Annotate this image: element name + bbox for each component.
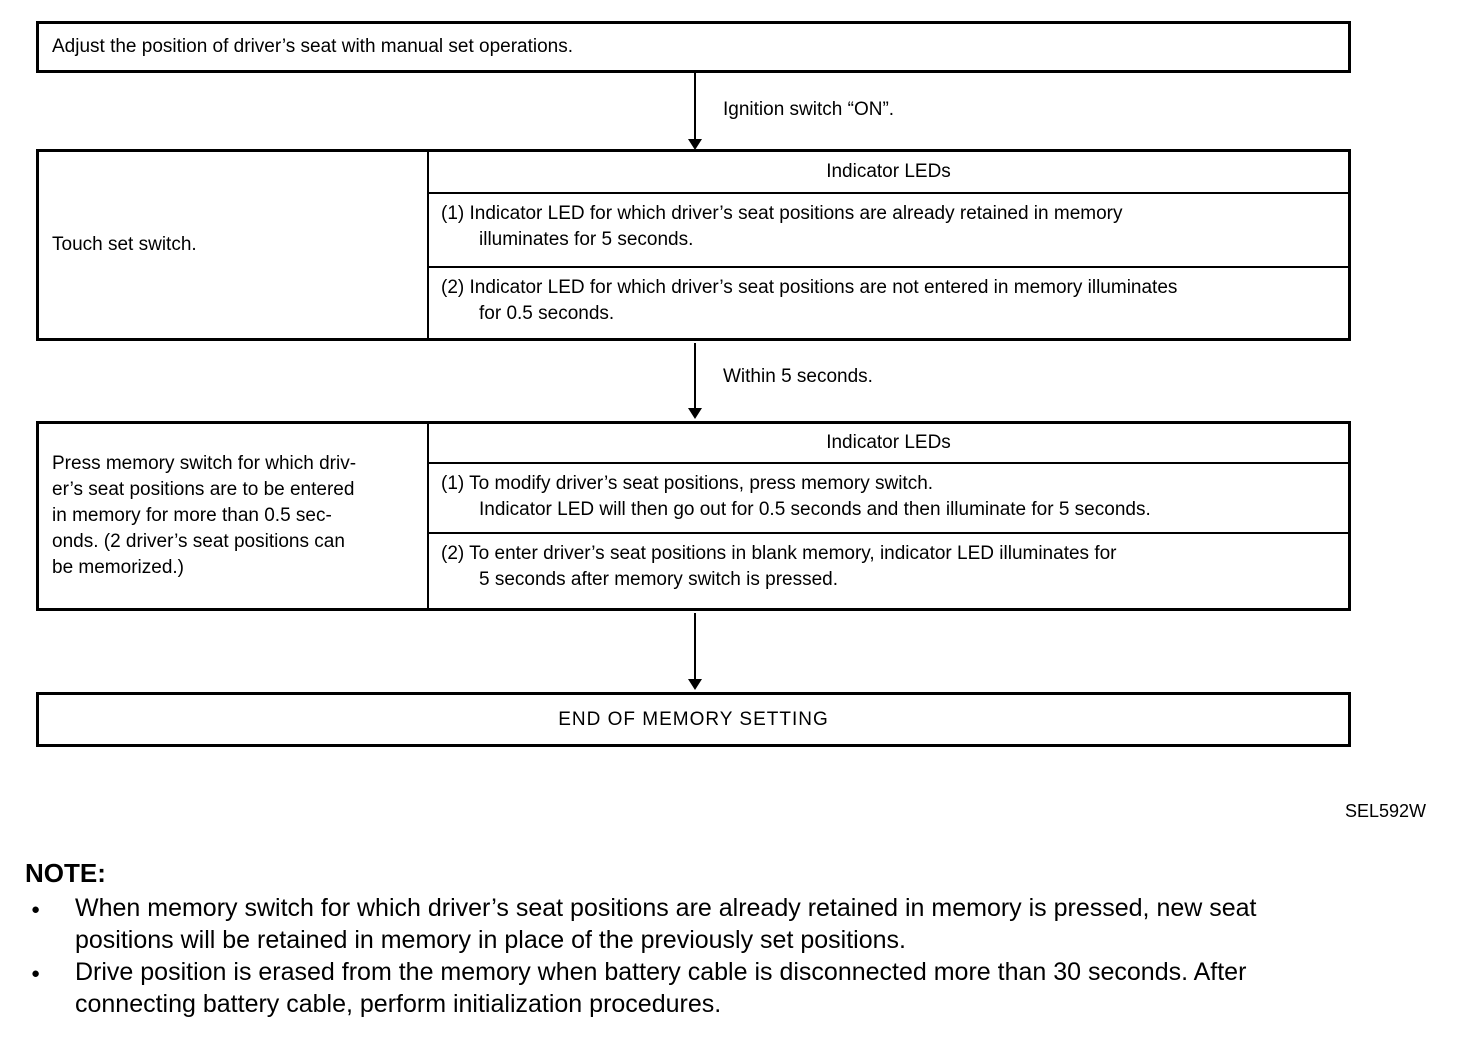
flow-arrow-1-label: Ignition switch “ON”. <box>723 99 895 120</box>
note-item-1-text: When memory switch for which driver’s se… <box>75 894 1257 954</box>
led-item-step3-1: (1) To modify driver’s seat positions, p… <box>429 464 1348 534</box>
flow-arrow-1 <box>694 73 696 141</box>
flow-arrow-3 <box>694 613 696 681</box>
flow-box-manual-adjust-text: Adjust the position of driver’s seat wit… <box>52 36 574 57</box>
led-column-step2: Indicator LEDs (1) Indicator LED for whi… <box>429 152 1348 338</box>
flow-table-press-memory-switch: Press memory switch for which driv- er’s… <box>36 421 1351 611</box>
led-item-step3-2: (2) To enter driver’s seat positions in … <box>441 543 1117 590</box>
action-text-press-memory-switch: Press memory switch for which driv- er’s… <box>52 453 357 578</box>
flow-arrow-2-head-icon <box>688 408 702 419</box>
note-heading: NOTE: <box>25 858 106 888</box>
led-header-step2: Indicator LEDs <box>429 152 1348 194</box>
note-item-1: ● When memory switch for which driver’s … <box>25 892 1461 956</box>
led-header-step2-text: Indicator LEDs <box>826 161 951 182</box>
flow-box-end-text: END OF MEMORY SETTING <box>558 708 829 730</box>
note-item-2-text: Drive position is erased from the memory… <box>75 958 1247 1018</box>
flow-arrow-3-head-icon <box>688 679 702 690</box>
led-header-step3: Indicator LEDs <box>429 424 1348 464</box>
action-cell-press-memory-switch: Press memory switch for which driv- er’s… <box>39 424 429 608</box>
action-cell-touch-set-switch: Touch set switch. <box>39 152 429 338</box>
led-item-step2-1: (1) Indicator LED for which driver’s sea… <box>429 194 1348 268</box>
action-text-touch-set-switch: Touch set switch. <box>52 234 197 255</box>
flow-arrow-2-label: Within 5 seconds. <box>723 366 873 387</box>
note-item-2: ● Drive position is erased from the memo… <box>25 956 1461 1020</box>
flow-arrow-1-head-icon <box>688 139 702 150</box>
note-section: NOTE: ● When memory switch for which dri… <box>25 858 1461 1020</box>
bullet-icon: ● <box>31 965 41 982</box>
led-header-step3-text: Indicator LEDs <box>826 432 951 453</box>
flow-arrow-2 <box>694 343 696 409</box>
bullet-icon: ● <box>31 901 41 918</box>
led-column-step3: Indicator LEDs (1) To modify driver’s se… <box>429 424 1348 608</box>
figure-code: SEL592W <box>1344 801 1426 821</box>
flow-table-touch-set-switch: Touch set switch. Indicator LEDs (1) Ind… <box>36 149 1351 341</box>
flow-box-end: END OF MEMORY SETTING <box>36 692 1351 747</box>
led-item-step2-2: (2) Indicator LED for which driver’s sea… <box>441 277 1178 324</box>
flow-box-manual-adjust: Adjust the position of driver’s seat wit… <box>36 21 1351 73</box>
